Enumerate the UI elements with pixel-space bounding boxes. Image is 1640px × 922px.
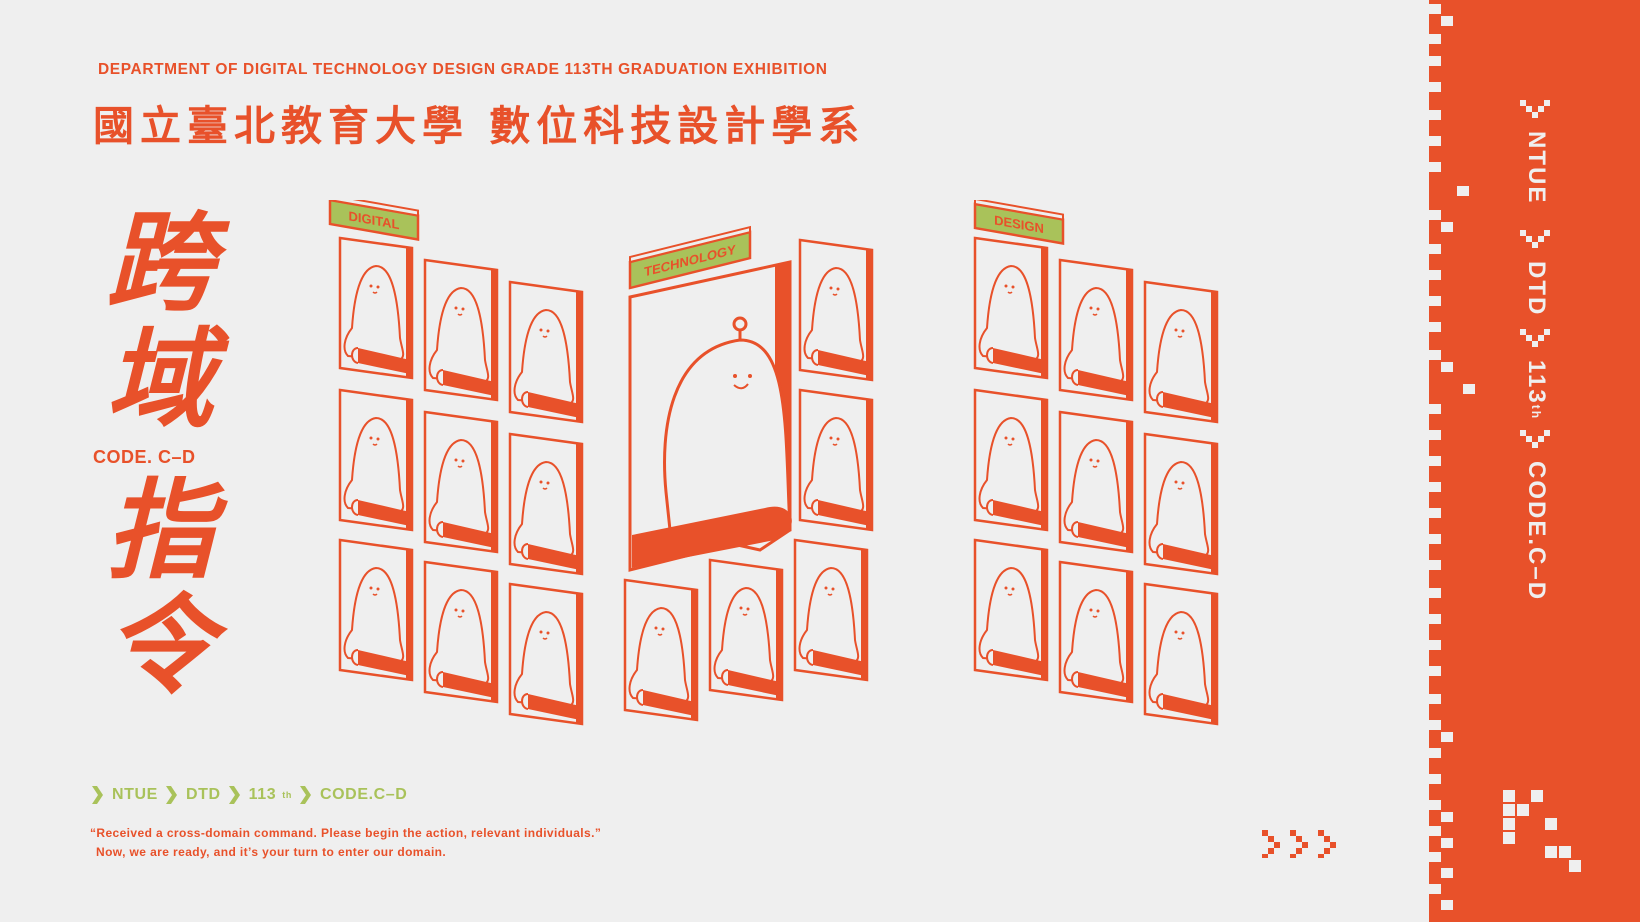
pixel-chevron-icon xyxy=(1520,100,1550,118)
side-band xyxy=(1429,0,1640,922)
exhibition-subtitle-zh: 國立臺北教育大學 數位科技設計學系 xyxy=(93,102,866,150)
triple-arrow-icon xyxy=(1262,830,1336,858)
exhibition-subtitle-en: DEPARTMENT OF DIGITAL TECHNOLOGY DESIGN … xyxy=(98,61,828,78)
pixel-chevron-icon xyxy=(1520,429,1550,448)
side-item-113th: 113th xyxy=(1523,359,1550,420)
tag-dtd: DTD xyxy=(165,786,221,804)
title-char-4: 令 xyxy=(105,584,214,709)
tag-code-cd: CODE.C–D xyxy=(299,786,407,804)
side-item-code-cd: CODE.C–D xyxy=(1523,460,1550,601)
quote-line-2: Now, we are ready, and it’s your turn to… xyxy=(96,845,447,859)
ghost-illustration: DIGITAL TECHNOLOGY xyxy=(328,200,1219,726)
arrow-chevron-icon xyxy=(92,786,103,804)
side-item-ntue: NTUE xyxy=(1523,131,1550,205)
quote-line-1: “Received a cross-domain command. Please… xyxy=(90,826,602,840)
title-code-label: CODE. C–D xyxy=(93,447,196,467)
digital-group: DIGITAL xyxy=(328,200,584,726)
design-group: DESIGN xyxy=(973,200,1219,726)
side-item-dtd: DTD xyxy=(1523,261,1550,317)
pixel-k-logo-icon xyxy=(1503,790,1581,872)
pixel-chevron-icon xyxy=(1520,328,1550,347)
arrow-chevron-icon xyxy=(165,786,177,804)
pixel-edge-pattern xyxy=(1429,0,1475,922)
title-char-3: 指 xyxy=(105,469,214,594)
arrow-chevron-icon xyxy=(228,786,240,804)
tag-ntue: NTUE xyxy=(92,786,158,804)
title-char-2: 域 xyxy=(105,318,214,443)
technology-group: TECHNOLOGY xyxy=(623,225,874,722)
side-vertical-text: NTUE DTD 113th CODE.C–D xyxy=(1520,100,1560,680)
arrow-chevron-icon xyxy=(299,786,311,804)
title-char-1: 跨 xyxy=(105,201,214,326)
pixel-chevron-icon xyxy=(1520,230,1550,249)
